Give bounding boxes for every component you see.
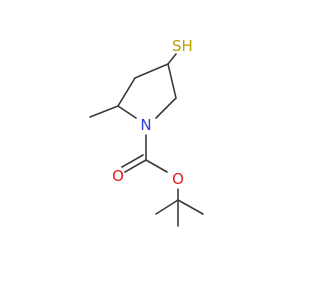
bond-n1-c2 — [117, 105, 137, 119]
ester-oxygen-label: O — [172, 170, 184, 188]
bond-c3-c4 — [134, 63, 169, 79]
bond-c4-sh — [167, 53, 177, 65]
molecule-structure: SH N O O — [89, 37, 204, 227]
nitrogen-atom-label: N — [140, 116, 151, 134]
bond-c2-methyl — [89, 105, 119, 118]
bond-tbu-methyl-right — [177, 199, 204, 215]
bond-c4-c5 — [167, 63, 177, 99]
bond-c2-c3 — [117, 77, 136, 107]
structure-canvas: SH N O O — [89, 37, 204, 227]
bond-carbonyl-double-b — [121, 154, 144, 168]
bond-c5-n1 — [155, 97, 177, 119]
bond-carbonyl-ester-o — [145, 159, 168, 173]
carbonyl-oxygen-label: O — [112, 167, 124, 185]
bond-carbonyl-double-a — [124, 159, 147, 173]
bond-tbu-methyl-left — [155, 199, 179, 215]
sulfur-atom-label: SH — [172, 37, 193, 55]
